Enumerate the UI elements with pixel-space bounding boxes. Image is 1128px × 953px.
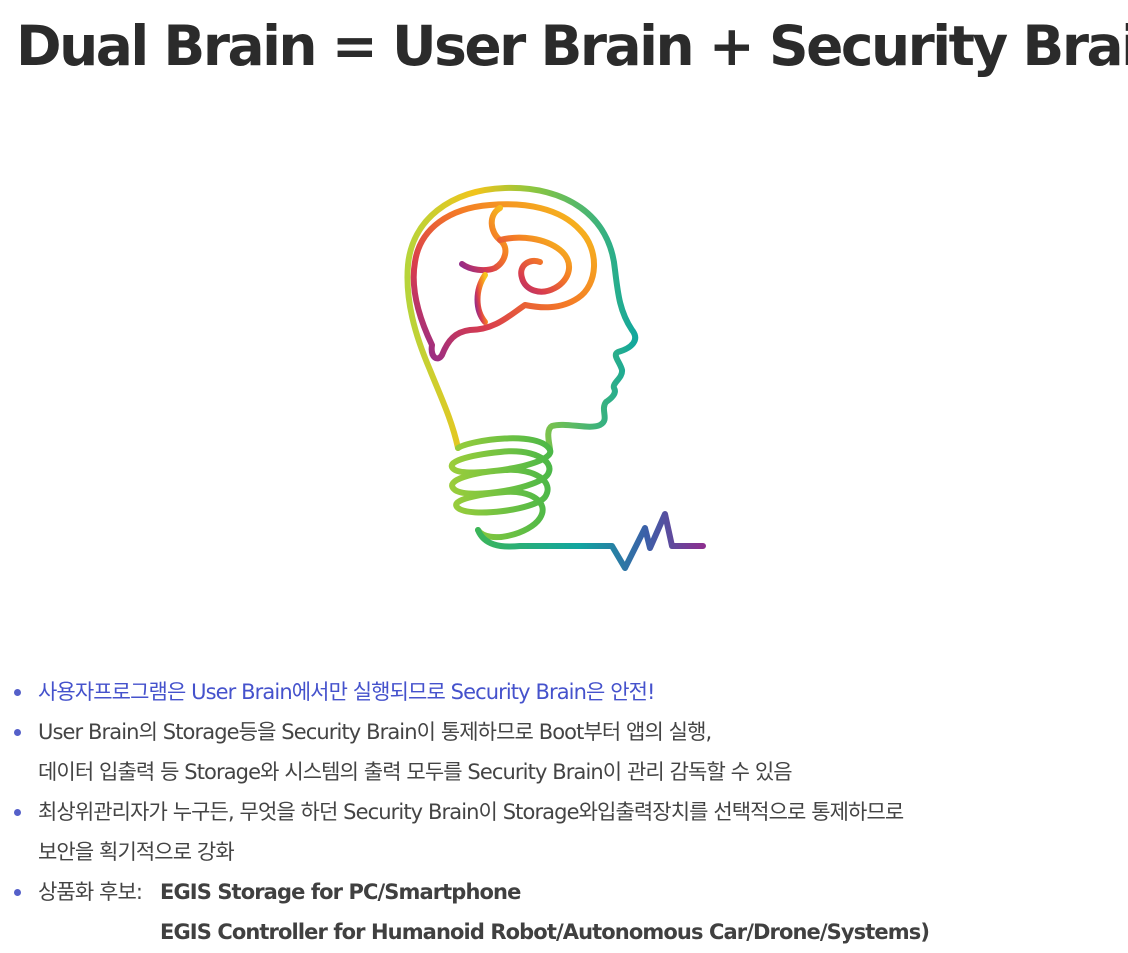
list-item: 상품화 후보: EGIS Storage for PC/Smartphone E… <box>14 872 1114 952</box>
bullet-dot <box>14 889 21 896</box>
product-candidate: EGIS Storage for PC/Smartphone <box>160 880 521 904</box>
bullet-text-continued: 데이터 입출력 등 Storage와 시스템의 출력 모두를 Security … <box>38 760 793 784</box>
list-item: User Brain의 Storage등을 Security Brain이 통제… <box>14 712 1114 792</box>
bullet-dot <box>14 809 21 816</box>
bullet-text-continued: 보안을 획기적으로 강화 <box>38 840 235 864</box>
bullet-dot <box>14 729 21 736</box>
page-title: Dual Brain = User Brain + Security Brain <box>16 14 1128 78</box>
product-candidates-label: 상품화 후보: <box>38 880 143 904</box>
list-item: 사용자프로그램은 User Brain에서만 실행되므로 Security Br… <box>14 672 1114 712</box>
bullet-dot <box>14 689 21 696</box>
bullet-text: 최상위관리자가 누구든, 무엇을 하던 Security Brain이 Stor… <box>38 800 904 824</box>
bullet-text: 사용자프로그램은 User Brain에서만 실행되므로 Security Br… <box>38 680 655 704</box>
brain-lightbulb-head-icon <box>380 180 740 580</box>
bullet-text: User Brain의 Storage등을 Security Brain이 통제… <box>38 720 712 744</box>
product-candidate: EGIS Controller for Humanoid Robot/Auton… <box>160 920 930 944</box>
feature-list: 사용자프로그램은 User Brain에서만 실행되므로 Security Br… <box>14 672 1114 952</box>
list-item: 최상위관리자가 누구든, 무엇을 하던 Security Brain이 Stor… <box>14 792 1114 872</box>
